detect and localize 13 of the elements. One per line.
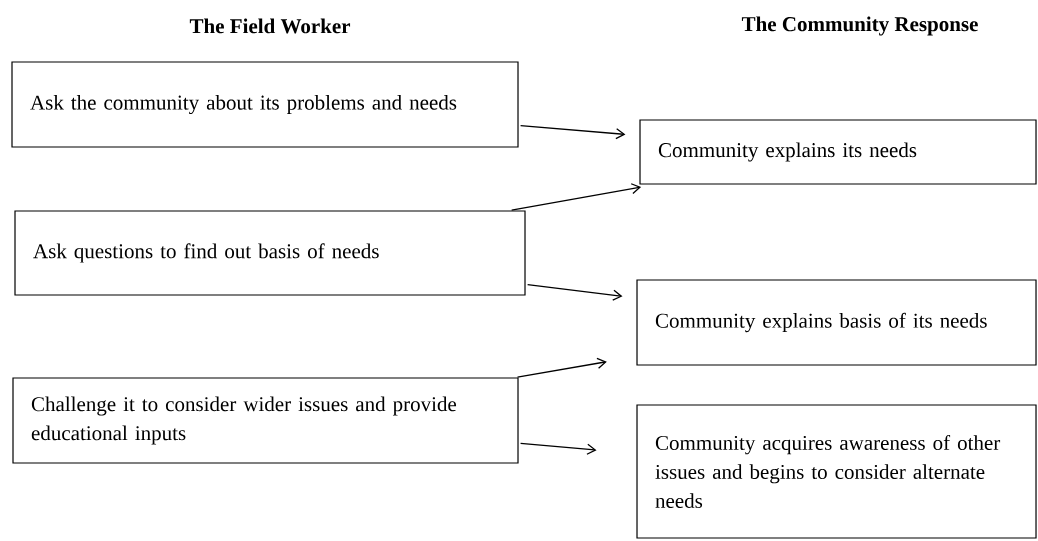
text-box: Community explains its needs [639,119,1037,185]
text-box: Challenge it to consider wider issues and provide educational inputs [12,377,519,464]
text-box: Ask the community about its problems and needs [11,61,519,148]
arrow [519,442,597,455]
text-box: Ask questions to find out basis of needs [14,210,526,296]
text-box: Community explains basis of its needs [636,279,1037,366]
column-heading: The Community Response [741,16,978,36]
text-box: Community acquires awareness of other issues and begins to consider alternate needs [636,404,1037,539]
arrow [526,283,623,301]
arrow [511,183,642,211]
arrow [519,125,626,140]
arrow [516,357,607,378]
column-heading: The Field Worker [189,18,351,34]
